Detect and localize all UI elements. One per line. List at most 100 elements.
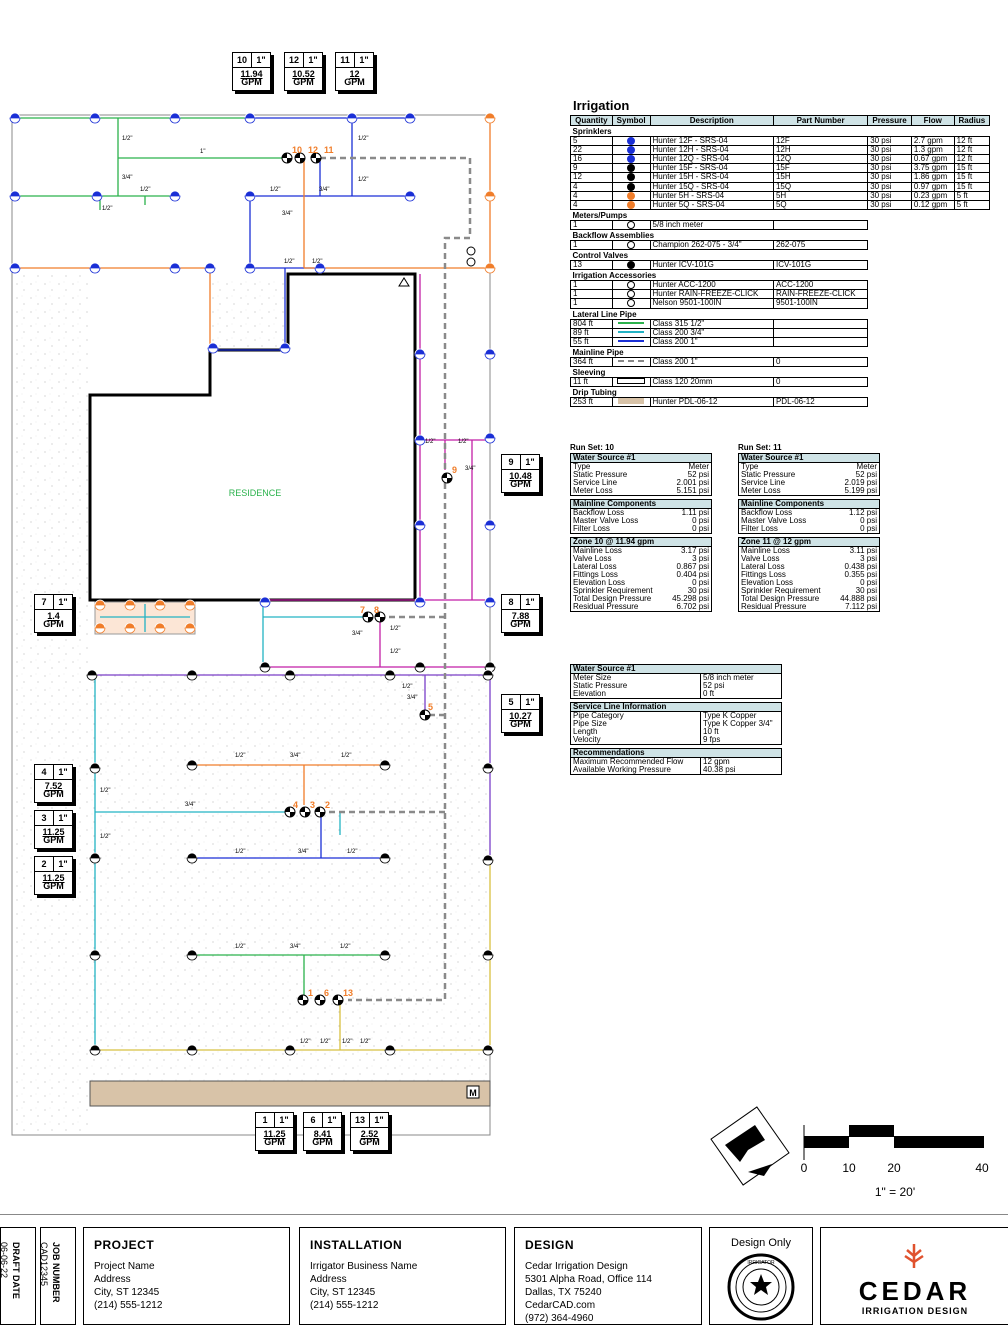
ws-value: Type K Copper 3/4": [700, 720, 782, 728]
design-line: (972) 364-4960: [525, 1313, 594, 1324]
legend-column-header: Radius: [953, 115, 991, 126]
sprinkler-arc-icon: [284, 1049, 296, 1056]
calc-value: 3 psi: [860, 554, 877, 563]
sprinkler-arc-icon: [244, 195, 256, 202]
sprinkler-arc-icon: [184, 604, 196, 611]
logo-box: CEDAR IRRIGATION DESIGN: [820, 1227, 1008, 1325]
part: [772, 318, 869, 329]
part: 5H: [772, 190, 869, 201]
table-header: Mainline Components: [570, 499, 712, 509]
sprinkler-arc-icon: [94, 604, 106, 611]
svg-text:1/2": 1/2": [358, 136, 368, 142]
calc-value: 0 psi: [860, 516, 877, 525]
scale-bar: 0 10 20 40 1" = 20': [801, 1125, 989, 1199]
ws-label: Pipe Category: [570, 711, 701, 720]
calc-value: 0 psi: [860, 524, 877, 533]
part: [772, 336, 869, 347]
zone-flow: 7.52: [44, 781, 63, 791]
valve-number: 3: [310, 800, 315, 810]
sprinkler-arc-icon: [484, 117, 496, 124]
calc-value: 0 psi: [692, 524, 709, 533]
radius: 15 ft: [953, 172, 991, 183]
calc-label: Type: [741, 462, 759, 471]
calc-value: 0.355 psi: [844, 570, 877, 579]
qty: 4: [570, 199, 613, 210]
control-valve-icon: [362, 611, 374, 623]
sprinkler-arc-icon: [379, 857, 391, 864]
sprinkler-arc-icon: [186, 857, 198, 864]
sprinkler-arc-icon: [186, 674, 198, 681]
calc-label: Residual Pressure: [573, 602, 639, 611]
flow-unit: GPM: [510, 479, 531, 489]
ws-label: Pipe Size: [570, 720, 701, 728]
svg-text:3/4": 3/4": [290, 753, 300, 759]
qty: 1: [570, 298, 613, 309]
sprinkler-arc-icon: [169, 267, 181, 274]
valve-size: 1": [279, 1115, 289, 1125]
valve-size: 1": [58, 597, 68, 607]
table-header: Service Line Information: [570, 702, 782, 712]
side-yard-west: [13, 272, 91, 1134]
calc-label: Residual Pressure: [741, 602, 807, 611]
legend-section-title: Lateral Line Pipe: [572, 309, 637, 319]
design-only-box: Design Only IRRIGATOR: [709, 1227, 813, 1325]
sprinkler-arc-icon: [414, 353, 426, 360]
calc-value: Meter: [856, 462, 877, 471]
zone-number: 10: [233, 53, 252, 67]
calc-label: Static Pressure: [573, 470, 628, 479]
qty: 4: [570, 190, 613, 201]
desc: Hunter 5H - SRS-04: [649, 190, 774, 201]
residence-label: RESIDENCE: [229, 488, 282, 498]
calc-value: 3.17 psi: [680, 546, 709, 555]
svg-text:1/2": 1/2": [235, 849, 245, 855]
sprinkler-arc-icon: [414, 666, 426, 673]
drip-swatch-icon: [618, 398, 645, 405]
valve-number: 1: [308, 988, 313, 998]
sprinkler-arc-icon: [124, 627, 136, 634]
valve-size: 1": [58, 859, 68, 869]
sidewalk-drip-tubing: [89, 1080, 491, 1107]
table-header: Zone 11 @ 12 gpm: [738, 537, 880, 547]
meter-label: M: [469, 1088, 477, 1098]
design-line: 5301 Alpha Road, Office 114: [525, 1274, 652, 1285]
zone-number: 2: [35, 857, 54, 871]
ws-value: 0 ft: [700, 690, 782, 699]
zone-number: 4: [35, 765, 54, 779]
desc: Class 120 20mm: [649, 376, 774, 387]
sprinkler-arc-icon: [89, 1049, 101, 1056]
svg-text:1/2": 1/2": [122, 136, 132, 142]
project-line: (214) 555-1212: [94, 1300, 163, 1311]
symbol-icon: [627, 240, 636, 249]
desc: Class 200 3/4": [649, 327, 774, 338]
calc-value: 30 psi: [687, 586, 709, 595]
svg-text:1/2": 1/2": [320, 1039, 330, 1045]
legend-column-header: Quantity: [570, 115, 613, 126]
ws-value: 5/8 inch meter: [700, 673, 782, 682]
calc-label: Total Design Pressure: [573, 594, 652, 603]
calc-value: 0.867 psi: [676, 562, 709, 571]
zone-flow: 12: [349, 69, 360, 79]
draft-date-label: DRAFT DATE: [11, 1242, 21, 1299]
sleeve-swatch-icon: [617, 378, 646, 385]
zone-number: 1: [256, 1113, 275, 1127]
sprinkler-arc-icon: [9, 267, 21, 274]
seal-text: IRRIGATOR: [747, 1260, 775, 1266]
legend-column-header: Part Number: [772, 115, 869, 126]
radius: 15 ft: [953, 181, 991, 192]
flow-unit: GPM: [344, 77, 365, 87]
legend-section-title: Mainline Pipe: [572, 347, 624, 357]
svg-text:3/4": 3/4": [298, 849, 308, 855]
zone-number: 11: [336, 53, 355, 67]
valve-size: 1": [308, 55, 318, 65]
svg-text:1/2": 1/2": [347, 849, 357, 855]
sprinkler-arc-icon: [244, 267, 256, 274]
valve-number-labels: 10 12 11 9 7 8 5 4 3 2 1 6 13: [292, 145, 457, 998]
svg-text:1/2": 1/2": [458, 439, 468, 445]
